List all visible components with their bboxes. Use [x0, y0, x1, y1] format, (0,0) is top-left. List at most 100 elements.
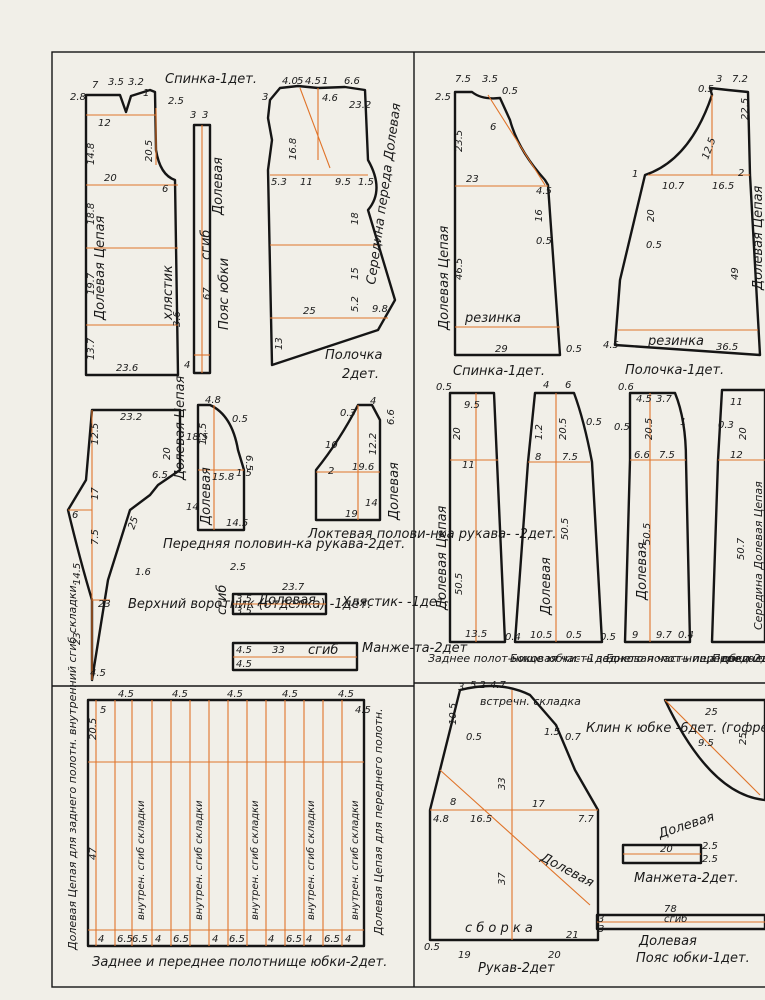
skirt-back-grain: Долевая Цепая: [435, 505, 450, 611]
measure: 3: [458, 682, 464, 693]
measure: 25: [303, 306, 316, 317]
cuff2-title: Манжета-2дет.: [634, 871, 739, 886]
panel-fold-1: внутрен. сгиб складки: [135, 800, 147, 920]
measure: 20: [738, 427, 749, 440]
measure: 4.0: [282, 76, 298, 87]
front-title: Полочка: [325, 348, 383, 363]
measure: 2.5: [702, 841, 718, 852]
cuff-piece: 4.5 33 4.5 сгиб Манже-та-2дет: [231, 641, 468, 672]
measure: 1.5: [544, 727, 560, 738]
measure: 0.3: [340, 408, 356, 419]
panel-note-left: Долевая Цепая для заднего полотн. внутре…: [66, 582, 79, 951]
measure: 1: [680, 417, 686, 428]
measure: 16: [534, 209, 545, 222]
measure: 16.5: [470, 814, 492, 825]
measure: 9.5: [464, 400, 480, 411]
measure: 4: [98, 934, 104, 945]
panel-fold-5: внутрен. сгиб складки: [349, 800, 361, 920]
measure: 16.5: [712, 181, 734, 192]
measure: 7: [92, 80, 99, 91]
skirt-side-front-grain: Долевая: [635, 542, 650, 601]
measure: 0.5: [566, 344, 582, 355]
panel-note-right: Долевая Цепая для переднего полотн.: [372, 708, 385, 936]
front-count: 2дет.: [342, 367, 379, 382]
measure: 16.8: [288, 138, 299, 160]
measure: 12: [98, 118, 111, 129]
measure: 7.5: [455, 74, 471, 85]
measure: 20: [646, 209, 657, 222]
measure: 0.4: [505, 632, 521, 643]
measure: 6.5: [324, 934, 340, 945]
measure: 15.8: [212, 472, 234, 483]
measure: 4.5: [227, 689, 243, 700]
measure: 9: [632, 630, 638, 641]
measure: 10.5: [448, 703, 459, 725]
measure: 23: [72, 632, 83, 645]
panel-fold-4: внутрен. сгиб складки: [305, 800, 317, 920]
measure: 3: [190, 110, 196, 121]
measure: 10: [325, 440, 338, 451]
measure: 11: [300, 177, 313, 188]
measure: 4.5: [536, 186, 552, 197]
measure: 23.2: [120, 412, 142, 423]
measure: 2: [328, 466, 334, 477]
measure: 5: [297, 76, 303, 87]
measure: 3.5: [482, 74, 498, 85]
measure: 6.5: [243, 455, 254, 471]
skirt-side-front-title: Боковая часть переднего полот-нища юбки …: [606, 652, 765, 665]
measure: 18.8: [86, 203, 97, 225]
measure: 4.8: [433, 814, 449, 825]
belt2-fold: сгиб: [664, 913, 687, 925]
measure: 6: [72, 510, 78, 521]
measure: 3: [262, 92, 268, 103]
belt-piece: 3 3 67 4 Долевая сгиб Пояс юбки: [184, 110, 232, 375]
tab-fold: сгиб: [215, 585, 230, 615]
rb-front-elastic: резинка: [647, 334, 704, 349]
measure: 8: [450, 797, 456, 808]
measure: 20.5: [144, 140, 155, 162]
measure: 6.6: [634, 450, 650, 461]
measure: 0.7: [565, 732, 582, 743]
measure: 9.8: [372, 304, 388, 315]
front-sleeve-title: Передняя половин-ка рукава-2дет.: [163, 537, 405, 552]
measure: 78: [664, 904, 677, 915]
measure: 13.5: [465, 629, 487, 640]
back-title: Спинка-1дет.: [165, 72, 257, 87]
measure: 2.5: [168, 96, 184, 107]
elbow-sleeve-title: Локтевая полови-нка рукава- -2дет.: [307, 527, 557, 542]
belt2-grain: Долевая: [638, 934, 697, 949]
measure: 20: [660, 844, 673, 855]
measure: 3: [598, 924, 604, 935]
panel-title: Заднее и переднее полотнище юбки-2дет.: [92, 955, 387, 970]
measure: 0.5: [586, 417, 602, 428]
measure: 23.6: [116, 363, 138, 374]
measure: 0.6: [618, 382, 634, 393]
measure: 20: [548, 950, 561, 961]
measure: 1.5: [236, 468, 252, 479]
cuff-fold: сгиб: [308, 643, 338, 658]
measure: 0.4: [678, 630, 694, 641]
measure: 33: [272, 645, 285, 656]
measure: 6: [490, 122, 496, 133]
belt-title: Пояс юбки: [217, 258, 232, 330]
collar-grain: Долевая Цепая: [173, 375, 188, 481]
measure: 1.6: [135, 567, 151, 578]
measure: 19: [345, 509, 358, 520]
measure: 5.3: [271, 177, 287, 188]
measure: 6.5: [173, 934, 189, 945]
measure: 18.5: [186, 432, 208, 443]
measure: 4.5: [172, 689, 188, 700]
measure: 0.5: [536, 236, 552, 247]
measure: 6.5: [132, 934, 148, 945]
measure: 50.5: [560, 518, 571, 540]
measure: 4: [345, 934, 351, 945]
measure: 3.5: [108, 77, 124, 88]
counter-pleat-label: встречн. складка: [480, 695, 581, 708]
measure: 22.5: [740, 98, 751, 120]
measure: 3: [598, 914, 604, 925]
measure: 23: [98, 599, 111, 610]
measure: 9.5: [698, 738, 714, 749]
rb-front-grain: Долевая Цепая: [751, 185, 765, 291]
sheet-frame: [51, 51, 765, 988]
